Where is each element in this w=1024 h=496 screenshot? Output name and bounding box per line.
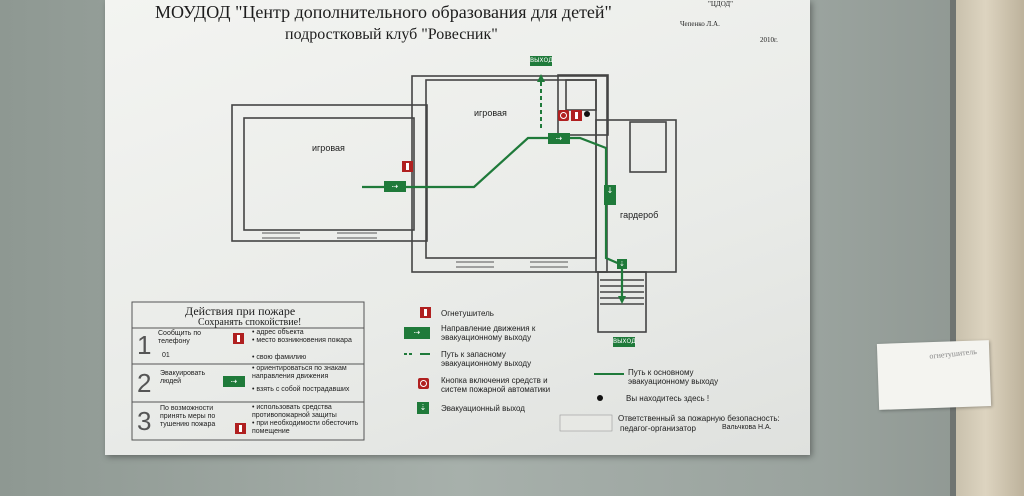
signer-name: Чепенко Л.А. <box>680 20 720 28</box>
step-item: • свою фамилию <box>252 354 307 361</box>
exit-sign-bottom: ВЫХОД <box>613 337 636 347</box>
step-number: 2 <box>137 368 152 398</box>
plan-title: МОУДОД "Центр дополнительного образовани… <box>155 2 612 22</box>
phone-number: 01 <box>162 352 170 359</box>
step-item: • адрес объекта <box>252 329 304 336</box>
extinguisher-icon <box>571 110 582 121</box>
step-item: • место возникновения пожара <box>252 337 352 344</box>
tape-text: огнетушитель <box>928 346 978 361</box>
legend-main-path: Путь к основному эвакуационному выходу <box>628 368 719 386</box>
step-number: 3 <box>137 406 152 436</box>
footer-role: педагог-организатор <box>620 424 696 433</box>
plan-subtitle: подростковый клуб "Ровесник" <box>285 26 498 43</box>
exit-direction-icon: ⇢ <box>404 327 430 339</box>
tape-note: огнетушитель <box>876 340 992 410</box>
footer-name: Вальчкова Н.А. <box>722 424 772 431</box>
extinguisher-icon <box>402 161 413 172</box>
exit-direction-icon: ⇢ <box>548 133 570 144</box>
legend-exit: Эвакуационный выход <box>441 404 525 413</box>
evacuation-exit-icon: ⇣ <box>417 402 429 414</box>
step-item: • взять с собой пострадавших <box>252 386 350 393</box>
step-number: 1 <box>137 330 152 360</box>
phone-icon <box>233 333 244 344</box>
extinguisher-icon <box>420 307 431 318</box>
alarm-button-icon <box>418 378 429 389</box>
exit-direction-icon: ↓ <box>604 185 616 205</box>
step-text: Эвакуировать людей <box>160 370 206 385</box>
legend-reserve-path: Путь к запасному эвакуационному выходу <box>441 350 532 368</box>
stamp-text: "ЦДОД" <box>708 0 734 8</box>
legend-direction: Направление движения к эвакуационному вы… <box>441 324 536 342</box>
exit-direction-icon: ⇢ <box>223 376 245 387</box>
actions-subtitle: Сохранять спокойствие! <box>198 317 302 328</box>
room-label-game-left: игровая <box>312 143 345 153</box>
room-label-game-center: игровая <box>474 108 507 118</box>
step-item: • ориентироваться по знакам направления … <box>252 365 347 380</box>
step-text: По возможности принять меры по тушению п… <box>160 405 216 428</box>
exit-sign-top: ВЫХОД <box>530 56 553 66</box>
actions-title: Действия при пожаре <box>185 304 296 318</box>
step-item: • при необходимости обесточить помещение <box>252 420 359 435</box>
extinguisher-icon <box>235 423 246 434</box>
footer-responsible: Ответственный за пожарную безопасность: <box>618 414 780 423</box>
step-text: Сообщить по телефону <box>158 330 202 345</box>
legend-you-here: Вы находитесь здесь ! <box>626 394 710 403</box>
sign-year: 2010г. <box>760 36 778 44</box>
legend-extinguisher: Огнетушитель <box>441 309 494 318</box>
step-item: • использовать средства противопожарной … <box>252 404 337 419</box>
evacuation-exit-icon: ⇣ <box>617 259 627 269</box>
alarm-button-icon <box>558 110 569 121</box>
room-label-wardrobe: гардероб <box>620 210 659 220</box>
legend-button: Кнопка включения средств и систем пожарн… <box>441 376 551 394</box>
exit-direction-icon: ⇢ <box>384 181 406 192</box>
door-frame <box>950 0 1024 496</box>
